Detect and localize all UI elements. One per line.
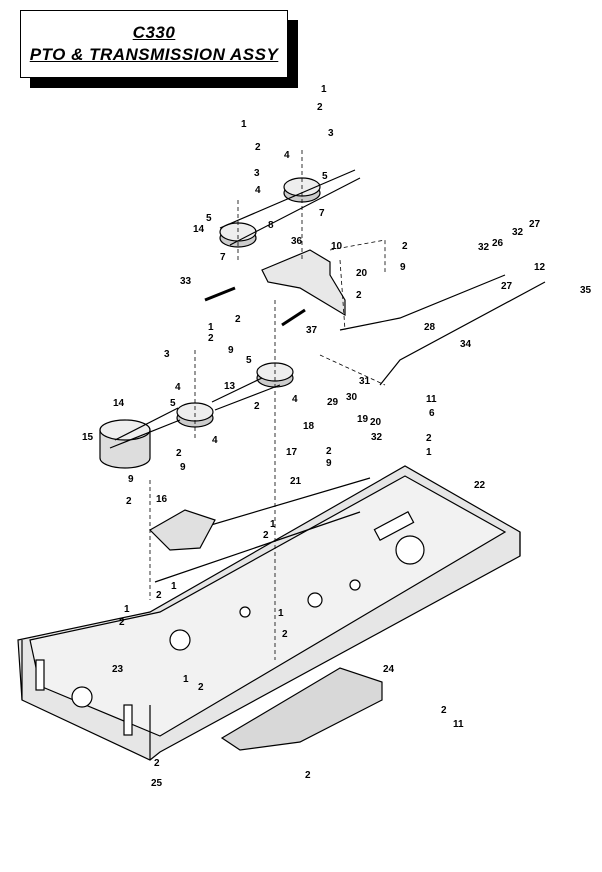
callout-c2b: 2 — [317, 102, 323, 113]
callout-c26: 26 — [492, 238, 504, 249]
callout-c10: 10 — [331, 241, 343, 252]
callout-c15: 15 — [82, 432, 94, 443]
callout-c2m: 2 — [156, 590, 162, 601]
callout-c31: 31 — [359, 376, 371, 387]
callout-c2h: 2 — [176, 448, 182, 459]
callout-c1e: 1 — [270, 519, 276, 530]
callout-c2f: 2 — [208, 333, 214, 344]
callout-c36: 36 — [291, 236, 303, 247]
callout-c9e: 9 — [128, 474, 134, 485]
callout-c32b: 32 — [478, 242, 490, 253]
callout-c6: 6 — [429, 408, 435, 419]
callout-c2k: 2 — [126, 496, 132, 507]
callout-c7b: 7 — [319, 208, 325, 219]
callout-c12: 12 — [534, 262, 546, 273]
callout-c16: 16 — [156, 494, 168, 505]
callout-c32c: 32 — [371, 432, 383, 443]
callout-c2c: 2 — [402, 241, 408, 252]
callout-c17: 17 — [286, 447, 298, 458]
callout-c35: 35 — [580, 285, 592, 296]
callout-c3a: 3 — [254, 168, 260, 179]
callout-c2o: 2 — [282, 629, 288, 640]
callout-c9b: 9 — [228, 345, 234, 356]
callout-c2a: 2 — [255, 142, 261, 153]
callout-c9c: 9 — [180, 462, 186, 473]
callout-c4e: 4 — [212, 435, 218, 446]
callout-c2n: 2 — [119, 617, 125, 628]
callout-c19: 19 — [357, 414, 369, 425]
callout-c33: 33 — [180, 276, 192, 287]
title-panel: C330 PTO & TRANSMISSION ASSY — [20, 10, 288, 78]
callout-c27a: 27 — [529, 219, 541, 230]
callout-c37: 37 — [306, 325, 318, 336]
callout-c1g: 1 — [124, 604, 130, 615]
callout-c14b: 14 — [113, 398, 125, 409]
callout-c8: 8 — [268, 220, 274, 231]
line-art — [17, 150, 546, 761]
callout-c1c: 1 — [208, 322, 214, 333]
callout-c30: 30 — [346, 392, 358, 403]
callout-c1i: 1 — [183, 674, 189, 685]
callout-c29: 29 — [327, 397, 339, 408]
callout-c11b: 11 — [453, 719, 464, 730]
callout-c2i: 2 — [426, 433, 432, 444]
callout-c11a: 11 — [426, 394, 437, 405]
callout-c28: 28 — [424, 322, 436, 333]
callout-c2p: 2 — [198, 682, 204, 693]
model-number: C330 — [132, 23, 176, 42]
callout-c20b: 20 — [370, 417, 382, 428]
callout-c22: 22 — [474, 480, 486, 491]
callout-c1a: 1 — [241, 119, 247, 130]
callout-c25: 25 — [151, 778, 163, 789]
callout-c1h: 1 — [278, 608, 284, 619]
callout-c21: 21 — [290, 476, 302, 487]
callout-c5c: 5 — [246, 355, 252, 366]
callout-c2d: 2 — [356, 290, 362, 301]
pan-24 — [220, 667, 383, 751]
callout-c5a: 5 — [206, 213, 212, 224]
callout-c4a: 4 — [255, 185, 261, 196]
callout-c2r: 2 — [305, 770, 311, 781]
callout-c20a: 20 — [356, 268, 368, 279]
callout-c5d: 5 — [170, 398, 176, 409]
callout-c2q: 2 — [441, 705, 447, 716]
callout-c23: 23 — [112, 664, 124, 675]
callout-c3c: 3 — [164, 349, 170, 360]
callout-c18: 18 — [303, 421, 315, 432]
callout-c13: 13 — [224, 381, 236, 392]
bracket-10 — [261, 249, 346, 317]
callout-c24: 24 — [383, 664, 395, 675]
assembly-title: PTO & TRANSMISSION ASSY — [29, 45, 279, 64]
callout-c4c: 4 — [175, 382, 181, 393]
callout-c2j: 2 — [326, 446, 332, 457]
callout-c2l: 2 — [263, 530, 269, 541]
callout-c2g: 2 — [254, 401, 260, 412]
callout-c14a: 14 — [193, 224, 205, 235]
callout-c2s: 2 — [154, 758, 160, 769]
callout-c34: 34 — [460, 339, 472, 350]
callout-c9d: 9 — [326, 458, 332, 469]
callout-c3b: 3 — [328, 128, 334, 139]
callout-c9a: 9 — [400, 262, 406, 273]
callout-c32a: 32 — [512, 227, 524, 238]
callout-c5b: 5 — [322, 171, 328, 182]
callout-c2e: 2 — [235, 314, 241, 325]
callout-c1f: 1 — [171, 581, 177, 592]
callout-c1b: 1 — [321, 84, 327, 95]
callout-c4d: 4 — [292, 394, 298, 405]
chassis-top — [29, 475, 507, 737]
callout-c1d: 1 — [426, 447, 432, 458]
title-box: C330 PTO & TRANSMISSION ASSY — [20, 10, 298, 88]
callout-c7a: 7 — [220, 252, 226, 263]
callout-c27b: 27 — [501, 281, 513, 292]
callout-c4b: 4 — [284, 150, 290, 161]
